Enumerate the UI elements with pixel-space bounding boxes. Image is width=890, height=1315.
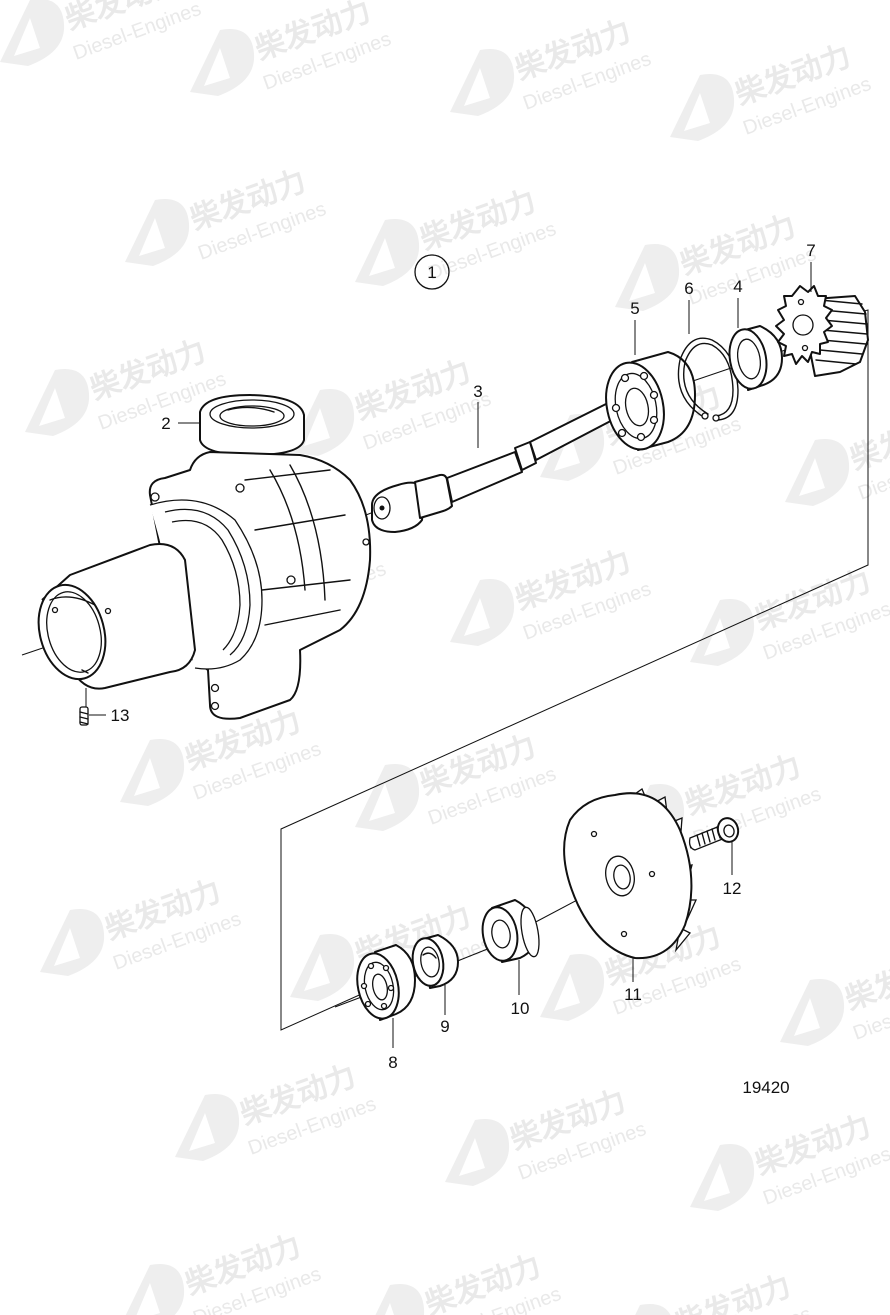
bearing-balls (360, 962, 395, 1010)
label-7: 7 (806, 241, 815, 260)
svg-text:1: 1 (427, 263, 436, 282)
screw-13[interactable] (79, 688, 89, 726)
impeller-11[interactable] (563, 788, 698, 960)
screw-12[interactable] (688, 816, 741, 851)
title-callout: 1 (414, 254, 450, 290)
gear-7[interactable] (775, 285, 869, 377)
pump-housing[interactable] (29, 394, 372, 720)
shaft[interactable] (371, 397, 625, 533)
label-13: 13 (111, 706, 130, 725)
label-9: 9 (440, 1017, 449, 1036)
label-5: 5 (630, 299, 639, 318)
assembly-bracket (280, 309, 869, 1031)
part-labels: 1 2 3 4 5 6 7 8 9 10 11 12 13 19420 (111, 241, 816, 1097)
seal-ring-9[interactable] (409, 934, 459, 989)
label-3: 3 (473, 382, 482, 401)
watermark-logo: 柴发动力 Diesel-Engines (0, 0, 204, 66)
drawing-number: 19420 (742, 1078, 789, 1097)
label-12: 12 (723, 879, 742, 898)
label-6: 6 (684, 279, 693, 298)
leader-lines (89, 262, 812, 1048)
bearing-balls (611, 371, 659, 442)
seal-10[interactable] (479, 899, 543, 964)
label-10: 10 (511, 999, 530, 1018)
ball-bearing-5[interactable] (598, 351, 696, 455)
label-4: 4 (733, 277, 742, 296)
ball-bearing-8[interactable] (352, 944, 416, 1022)
label-2: 2 (161, 414, 170, 433)
label-8: 8 (388, 1053, 397, 1072)
circlip-6[interactable] (677, 337, 739, 422)
seal-ring-4[interactable] (725, 325, 783, 392)
label-11: 11 (624, 985, 642, 1004)
